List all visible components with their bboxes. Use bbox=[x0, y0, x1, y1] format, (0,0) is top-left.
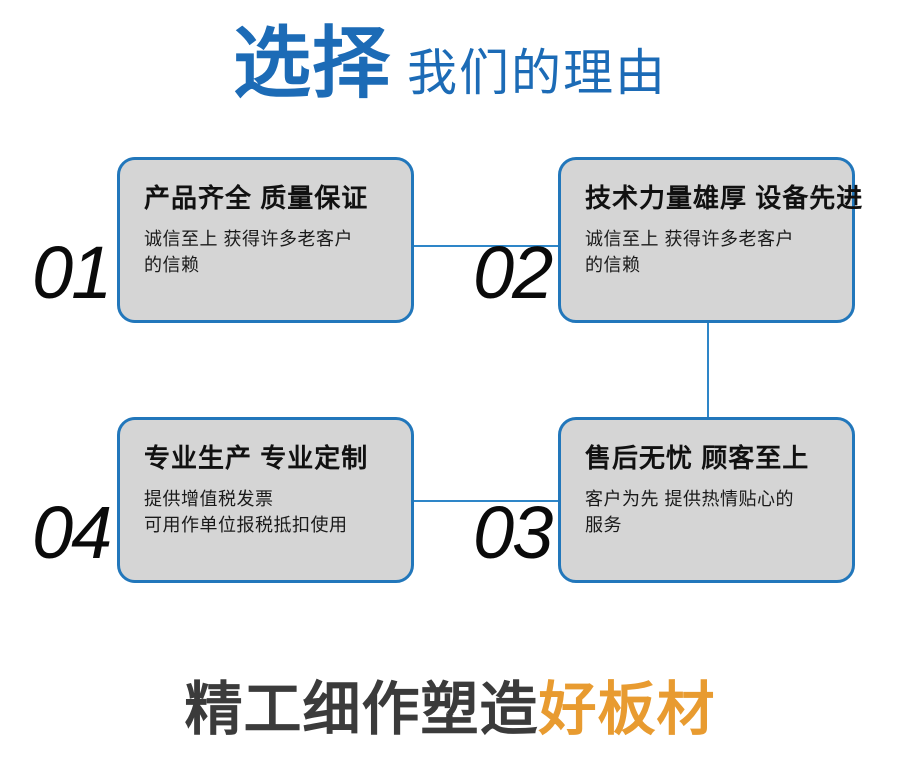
feature-card-title: 产品齐全 质量保证 bbox=[144, 183, 369, 213]
feature-card-body: 诚信至上 获得许多老客户 的信赖 bbox=[144, 226, 391, 278]
page-title: 选择 我们的理由 bbox=[0, 24, 900, 124]
feature-card-02: 技术力量雄厚 设备先进 诚信至上 获得许多老客户 的信赖 bbox=[558, 157, 864, 323]
feature-card-body: 诚信至上 获得许多老客户 的信赖 bbox=[585, 226, 832, 278]
connector-line-02-to-03 bbox=[707, 321, 709, 418]
feature-card-body-line: 诚信至上 获得许多老客户 bbox=[585, 228, 794, 249]
footer-slogan-accent: 好板材 bbox=[538, 677, 716, 742]
feature-card-body-line: 诚信至上 获得许多老客户 bbox=[144, 228, 353, 249]
connector-line-01-to-02 bbox=[411, 245, 560, 247]
feature-card-number-03: 03 bbox=[473, 491, 553, 574]
page-title-emphasis: 选择 bbox=[232, 19, 391, 107]
feature-card-01: 产品齐全 质量保证 诚信至上 获得许多老客户 的信赖 bbox=[117, 157, 414, 323]
feature-card-title: 专业生产 专业定制 bbox=[144, 443, 369, 473]
feature-card-body-line: 客户为先 提供热情贴心的 bbox=[585, 488, 794, 509]
feature-card-body-line: 提供增值税发票 bbox=[144, 488, 274, 509]
feature-card-body: 客户为先 提供热情贴心的 服务 bbox=[585, 486, 832, 538]
feature-card-number-01: 01 bbox=[32, 231, 112, 314]
feature-card-title: 技术力量雄厚 设备先进 bbox=[585, 183, 864, 213]
footer-slogan-primary: 精工细作塑造 bbox=[184, 677, 539, 742]
feature-card-number-02: 02 bbox=[473, 231, 553, 314]
feature-card-body-line: 可用作单位报税抵扣使用 bbox=[144, 514, 348, 535]
connector-line-04-to-03 bbox=[411, 500, 560, 502]
feature-card-title: 售后无忧 顾客至上 bbox=[585, 443, 810, 473]
feature-card-number-04: 04 bbox=[32, 491, 112, 574]
page-title-subtitle: 我们的理由 bbox=[407, 45, 667, 101]
feature-card-body: 提供增值税发票 可用作单位报税抵扣使用 bbox=[144, 486, 391, 538]
feature-card-04: 专业生产 专业定制 提供增值税发票 可用作单位报税抵扣使用 bbox=[117, 417, 414, 583]
feature-card-body-line: 的信赖 bbox=[585, 254, 641, 275]
feature-card-body-line: 服务 bbox=[585, 514, 622, 535]
feature-card-03: 售后无忧 顾客至上 客户为先 提供热情贴心的 服务 bbox=[558, 417, 855, 583]
footer-slogan: 精工细作塑造 好板材 bbox=[0, 670, 900, 750]
feature-card-body-line: 的信赖 bbox=[144, 254, 200, 275]
